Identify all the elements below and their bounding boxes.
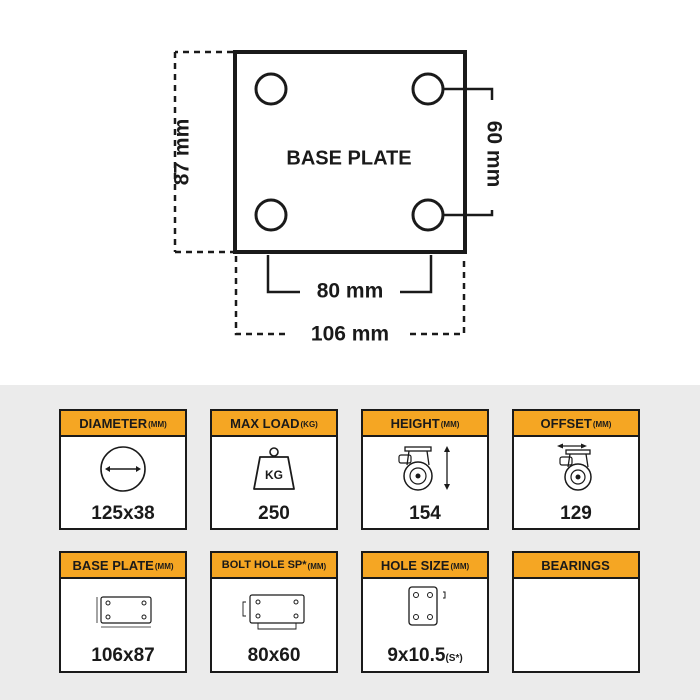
spec-label: OFFSET <box>540 415 592 431</box>
spec-value: 154 <box>409 503 441 524</box>
width-dimension-line <box>234 256 466 336</box>
spec-value: 80x60 <box>247 645 301 666</box>
spec-value: 129 <box>560 503 592 524</box>
spec-card-diameter: DIAMETER(MM) 125x38 <box>59 409 187 530</box>
spec-unit: (MM) <box>450 562 470 571</box>
spec-label: MAX LOAD <box>230 415 300 431</box>
spec-value-main: 9x10.5 <box>387 645 446 666</box>
hole-vertical-label-bg <box>478 100 508 210</box>
base-plate-diagram: 87 mm 60 mm 80 mm 106 mm BASE PLATE <box>170 50 508 346</box>
wheel-diameter-icon <box>100 446 146 492</box>
weight-kg-icon: KG <box>253 447 295 490</box>
bolt-hole-top-left <box>254 72 288 106</box>
spec-label: BASE PLATE <box>72 557 154 573</box>
hole-size-icon <box>408 586 446 626</box>
hole-horizontal-dimension-line <box>266 255 433 294</box>
spec-label: HOLE SIZE <box>380 557 450 573</box>
spec-unit: (MM) <box>440 420 460 429</box>
spec-card-header: HOLE SIZE(MM) <box>363 553 487 579</box>
height-dimension-line <box>173 50 233 254</box>
spec-card-header: BEARINGS <box>514 553 638 579</box>
base-plate-icon <box>96 596 152 628</box>
spec-unit: (MM) <box>154 562 174 571</box>
spec-value: 106x87 <box>91 645 155 666</box>
spec-card-height: HEIGHT(MM) 154 <box>361 409 489 530</box>
base-plate-drawing: 87 mm 60 mm 80 mm 106 mm BASE PLATE <box>170 50 508 346</box>
spec-label: BEARINGS <box>541 557 610 573</box>
base-plate-label: BASE PLATE <box>286 147 411 169</box>
spec-card-base-plate: BASE PLATE(MM) 106x87 <box>59 551 187 673</box>
bolt-hole-bottom-left <box>254 198 288 232</box>
spec-card-offset: OFFSET(MM) 129 <box>512 409 640 530</box>
spec-card-header: MAX LOAD(KG) <box>212 411 336 437</box>
spec-card-header: DIAMETER(MM) <box>61 411 185 437</box>
spec-label: HEIGHT <box>390 415 440 431</box>
spec-value: 125x38 <box>91 503 155 524</box>
spec-value: 250 <box>258 503 290 524</box>
caster-height-icon <box>398 446 450 491</box>
spec-unit: (MM) <box>307 562 327 571</box>
spec-unit: (MM) <box>592 420 612 429</box>
height-dimension-label: 87 mm <box>171 119 194 186</box>
bolt-hole-spacing-icon <box>242 594 305 630</box>
spec-unit: (MM) <box>148 420 167 429</box>
spec-label: BOLT HOLE SP* <box>221 559 307 571</box>
spec-card-hole-size: HOLE SIZE(MM) 9x10.5(S*) <box>361 551 489 673</box>
base-plate-outline <box>233 50 467 254</box>
spec-card-bearings: BEARINGS <box>512 551 640 673</box>
hole-horizontal-dimension-label: 80 mm <box>317 280 384 303</box>
spec-card-header: OFFSET(MM) <box>514 411 638 437</box>
caster-offset-icon <box>557 443 592 491</box>
spec-card-max-load: MAX LOAD(KG) KG 250 <box>210 409 338 530</box>
spec-card-header: BOLT HOLE SP*(MM) <box>212 553 336 579</box>
spec-value: 9x10.5(S*) <box>363 645 487 667</box>
width-dimension-label: 106 mm <box>311 323 389 346</box>
spec-value-suffix: (S*) <box>445 653 463 664</box>
spec-card-bolt-hole-spacing: BOLT HOLE SP*(MM) 80x60 <box>210 551 338 673</box>
hole-vertical-dimension-label: 60 mm <box>482 121 505 188</box>
spec-card-header: HEIGHT(MM) <box>363 411 487 437</box>
weight-icon-text: KG <box>265 468 283 482</box>
spec-card-header: BASE PLATE(MM) <box>61 553 185 579</box>
spec-unit: (KG) <box>300 420 318 429</box>
spec-label: DIAMETER <box>79 415 148 431</box>
